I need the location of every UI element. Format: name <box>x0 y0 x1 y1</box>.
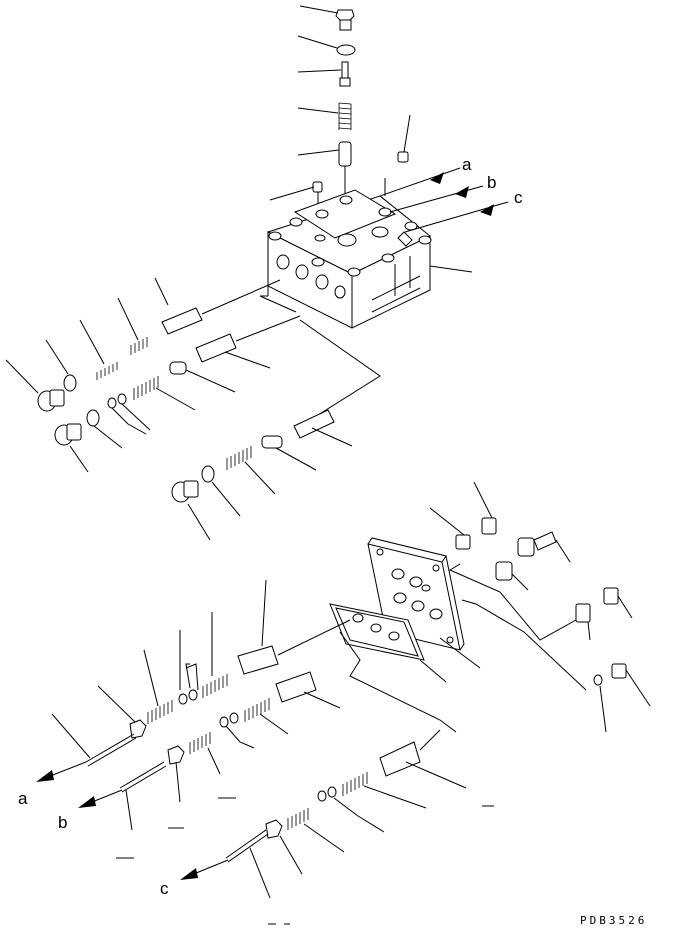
top-plug-part <box>299 5 355 31</box>
plug-1-part <box>5 359 65 412</box>
callout-c-upper: c <box>514 188 523 207</box>
plug-2-part <box>54 423 89 473</box>
lower-flow-arrow-a <box>36 761 87 782</box>
spring-lower-f-part <box>287 808 345 853</box>
upper-flow-arrow-a <box>379 167 461 197</box>
top-spring-part <box>297 102 352 130</box>
callout-a-lower: a <box>18 789 28 808</box>
fitting-top-right-part <box>429 481 497 550</box>
lower-flow-arrow-b <box>78 789 123 808</box>
rod-a-part <box>51 713 137 767</box>
spring-lower-b-part <box>143 649 173 724</box>
washer-lower-a-part <box>178 630 198 705</box>
valve-body-part <box>266 189 432 329</box>
spring-lower-c-part <box>244 698 289 735</box>
spool-lower-b-part <box>275 671 341 709</box>
top-spool-part <box>297 141 352 200</box>
oring-3-part <box>201 465 241 517</box>
plug-lower-part <box>261 435 317 471</box>
nut-lower-b-part <box>167 745 185 803</box>
spool-upper-left-part <box>154 277 281 335</box>
washer-lower-c-part <box>317 786 385 833</box>
upper-flow-arrow-c <box>404 201 509 233</box>
oring-2-part <box>86 409 123 449</box>
rod-c-part <box>225 829 271 899</box>
spring-4-part <box>226 446 276 495</box>
callout-b-lower: b <box>58 813 67 832</box>
rod-b-part <box>119 761 167 831</box>
washer-1-part <box>107 393 151 435</box>
lower-flow-arrow-c <box>180 859 229 880</box>
drawing-code: PDB3526 <box>580 914 647 927</box>
spool-center-part <box>195 315 301 369</box>
top-pin-part <box>297 61 351 87</box>
spring-lower-e-part <box>342 772 427 809</box>
callout-c-lower: c <box>160 879 169 898</box>
plug-3-part <box>171 480 211 541</box>
fitting-mid-part <box>495 561 529 591</box>
oring-1-part <box>45 339 77 392</box>
spring-2-part <box>79 319 118 380</box>
nut-lower-a-part <box>97 685 147 739</box>
spring-lower-d-part <box>189 732 221 775</box>
spring-3-part <box>133 376 196 411</box>
upper-flow-arrow-b <box>389 185 484 213</box>
callout-a-upper: a <box>462 155 472 174</box>
bolt-right-part <box>593 663 651 733</box>
fitting-right-part <box>575 587 633 641</box>
spool-lower-c-part <box>379 729 467 789</box>
callout-b-upper: b <box>487 173 496 192</box>
plug-center-part <box>169 361 236 393</box>
washer-lower-b-part <box>219 712 255 749</box>
spool-lower-a-part <box>237 579 351 675</box>
top-oring-part <box>297 35 356 56</box>
gasket-part <box>329 603 425 661</box>
spool-lower-part <box>293 409 353 447</box>
nut-lower-c-part <box>265 819 303 875</box>
elbow-fitting-part <box>517 531 571 563</box>
spring-lower-a-part <box>202 612 228 698</box>
small-plug-right-part <box>397 114 411 163</box>
spring-1-part <box>117 297 148 355</box>
